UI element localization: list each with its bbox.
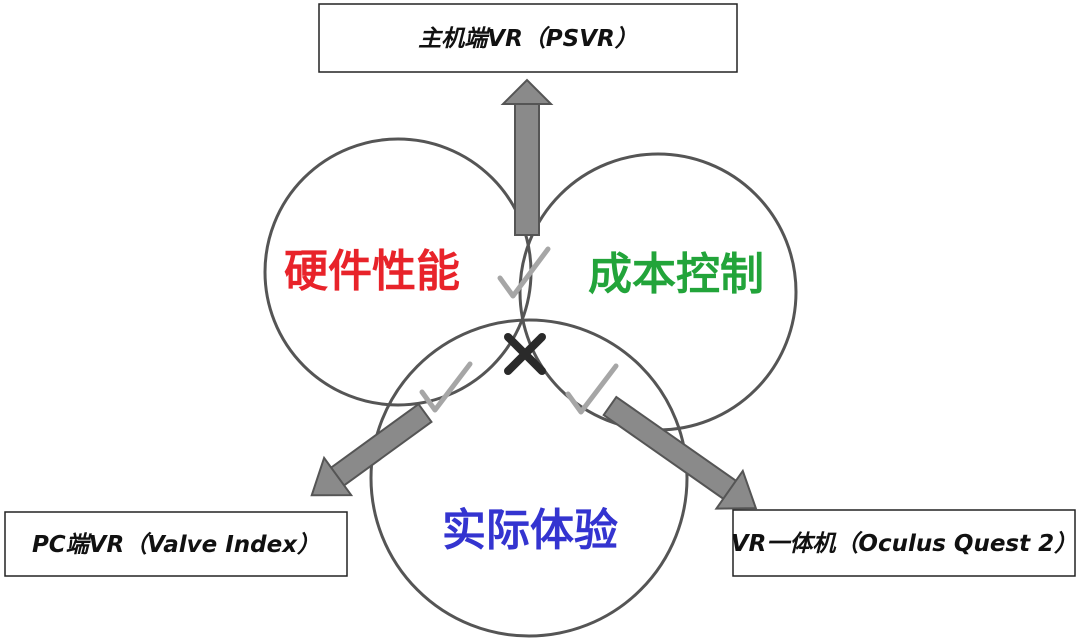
product-box-pc: PC端VR（Valve Index） [4, 511, 348, 577]
product-pc: PC端VR（Valve Index） [32, 531, 320, 558]
label-experience: 实际体验 [442, 505, 618, 556]
arrow-down-left [310, 402, 433, 497]
circle-experience [369, 318, 689, 638]
label-cost: 成本控制 [588, 249, 764, 300]
product-standalone: VR一体机（Oculus Quest 2） [731, 530, 1077, 557]
check-icon [497, 246, 551, 299]
check-icon [565, 363, 619, 415]
arrow-up [500, 78, 554, 236]
cross-icon [504, 333, 546, 375]
product-box-standalone: VR一体机（Oculus Quest 2） [731, 509, 1077, 577]
product-box-console: 主机端VR（PSVR） [318, 3, 738, 73]
label-performance: 硬件性能 [284, 246, 460, 297]
product-console: 主机端VR（PSVR） [418, 25, 637, 52]
check-icon [419, 361, 473, 413]
arrow-down-right [602, 395, 758, 510]
